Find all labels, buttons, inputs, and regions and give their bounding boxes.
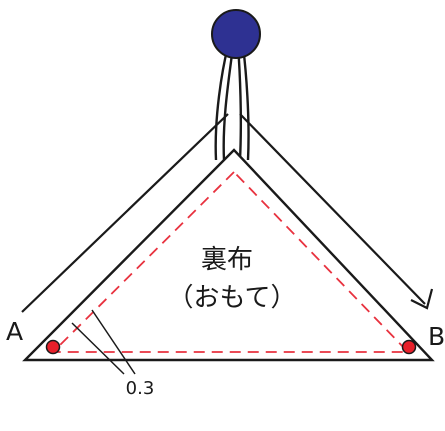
leader-line [71, 322, 125, 375]
red-dot-icon [45, 339, 61, 355]
seam-allowance-label: 0.3 [126, 378, 155, 399]
stitch-line [50, 170, 411, 353]
leader-line [91, 309, 136, 375]
point-a-label: A [6, 317, 23, 346]
inner-triangle [22, 148, 435, 362]
outer-right-edge [239, 113, 426, 305]
fabric-label-line2: （おもて） [168, 283, 297, 313]
fabric-label-line1: 裏布 [201, 245, 253, 275]
blue-bead-icon [211, 9, 261, 59]
outer-left-edge [21, 113, 229, 313]
point-b-label: B [428, 322, 445, 351]
red-dot-icon [401, 339, 417, 355]
fold-arrow-icon [410, 288, 434, 310]
strap-loop [214, 45, 250, 161]
